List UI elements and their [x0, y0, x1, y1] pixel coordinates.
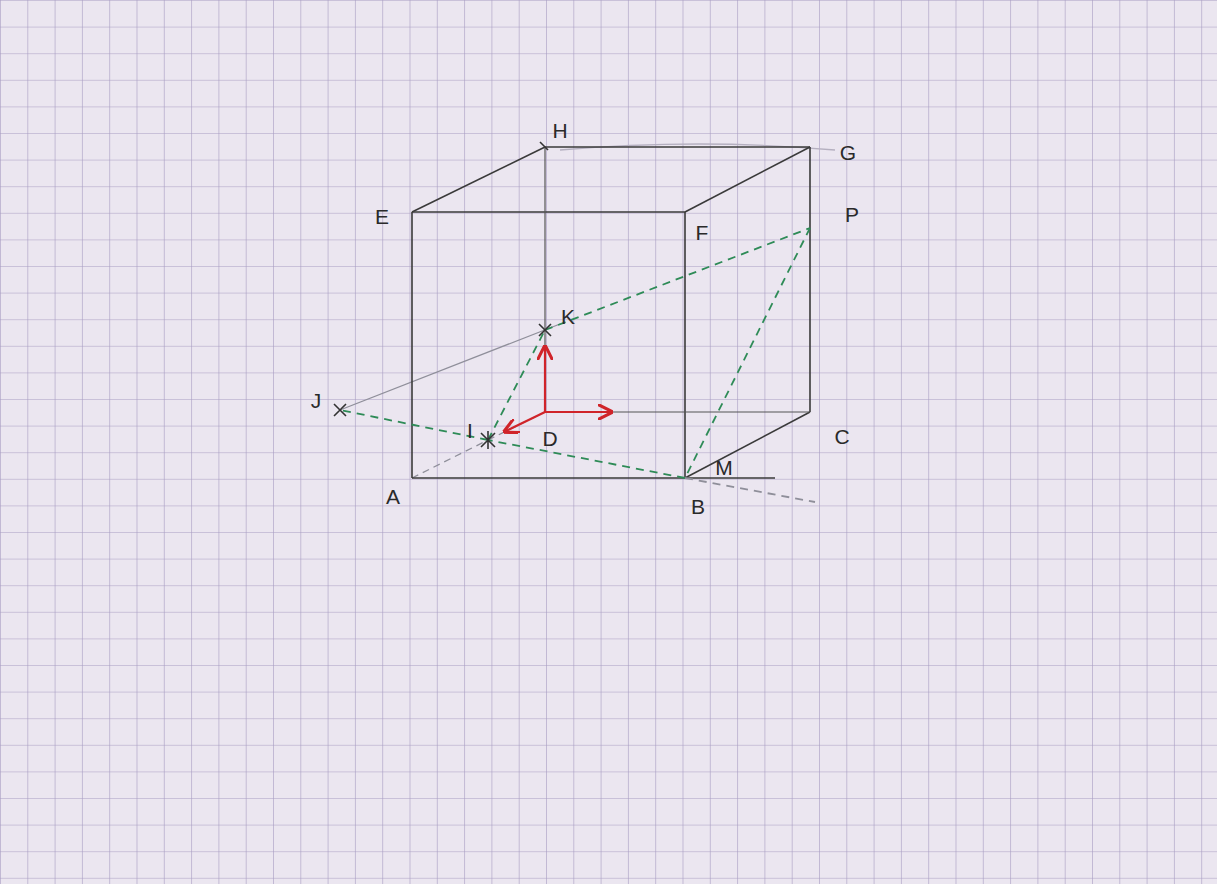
point-label: H — [552, 120, 567, 141]
point-label: M — [715, 457, 733, 478]
hidden-edge — [488, 412, 545, 440]
section-lines — [340, 228, 815, 502]
point-label: E — [375, 206, 389, 227]
point-label: A — [386, 486, 400, 507]
cube-edge — [545, 146, 810, 148]
point-marks — [334, 142, 551, 449]
point-cross — [481, 431, 495, 449]
section-edge — [685, 228, 810, 478]
point-label: F — [696, 222, 709, 243]
cube-edge — [544, 147, 545, 412]
vector-arrow — [506, 412, 545, 431]
cube-edge — [685, 412, 810, 478]
point-label: P — [845, 204, 859, 225]
point-tick — [540, 142, 548, 150]
cube-edge — [412, 211, 685, 213]
construction-lines — [340, 144, 835, 478]
point-label: B — [691, 496, 705, 517]
point-label: K — [561, 306, 575, 327]
construction-line — [340, 324, 560, 410]
vector-arrow — [545, 411, 610, 413]
cube-edge — [685, 147, 810, 212]
vector-arrow — [544, 348, 546, 412]
cube-edge — [545, 411, 810, 412]
section-edge — [488, 330, 545, 440]
point-label: G — [840, 142, 856, 163]
cube-edge — [412, 147, 545, 212]
basis-vectors — [506, 348, 610, 431]
point-cross — [539, 324, 551, 336]
point-cross — [334, 404, 346, 416]
point-label: C — [834, 426, 849, 447]
section-edge — [545, 228, 810, 330]
cube-edge — [809, 147, 811, 412]
point-label: D — [542, 428, 557, 449]
cube-edge — [411, 212, 413, 478]
cube-edge — [684, 212, 686, 478]
point-label: I — [467, 420, 473, 441]
point-label: J — [311, 390, 322, 411]
section-edge — [488, 440, 685, 478]
hidden-edge — [412, 440, 488, 478]
section-line — [340, 410, 488, 440]
cube-edges — [412, 147, 810, 478]
